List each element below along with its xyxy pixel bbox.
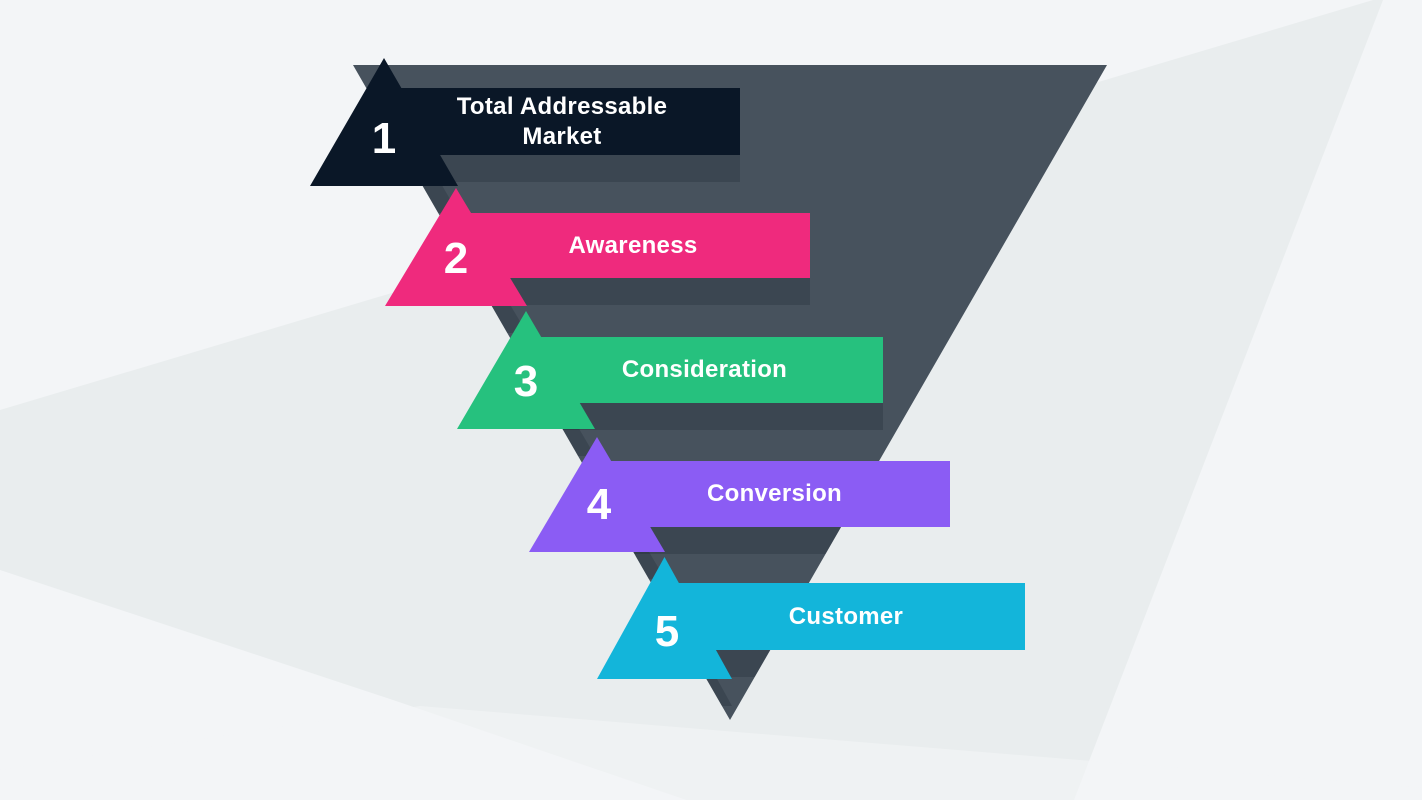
stage-3-label: Consideration xyxy=(621,356,788,383)
stage-2-banner: Awareness xyxy=(456,213,810,278)
stage-5-number: 5 xyxy=(654,607,680,656)
stage-2-number: 2 xyxy=(443,234,469,283)
stage-4-banner: Conversion xyxy=(599,461,950,527)
stage-4-label: Conversion xyxy=(706,480,843,507)
stage-3-number: 3 xyxy=(513,357,539,406)
stage-1-banner: Total Addressable Market xyxy=(384,88,740,155)
stage-5-label: Customer xyxy=(788,602,904,630)
stage-4-number: 4 xyxy=(586,480,612,529)
stage-2-label: Awareness xyxy=(568,231,698,259)
stage-3-banner: Consideration xyxy=(526,337,883,403)
stage-1-label: Total Addressable Market xyxy=(456,92,668,150)
stage-1-number: 1 xyxy=(371,114,397,163)
stage-5-banner: Customer xyxy=(667,583,1025,650)
